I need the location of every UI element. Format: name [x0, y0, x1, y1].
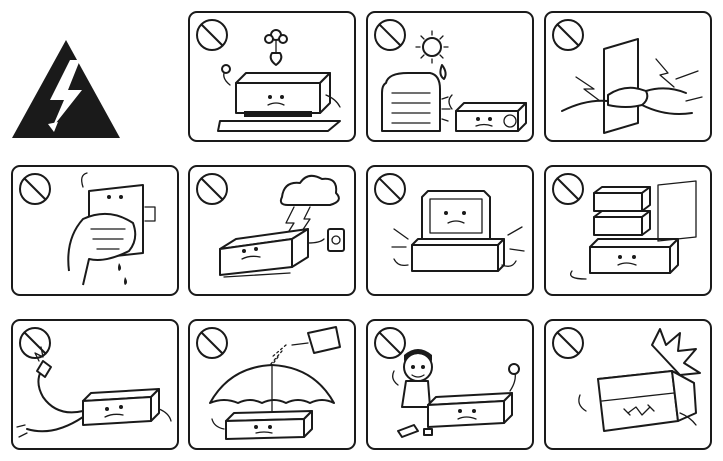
- device-illustration: [448, 94, 527, 132]
- electric-shock-warning-icon: [12, 40, 120, 138]
- prohibited-icon: [374, 19, 406, 51]
- sun-icon: [415, 30, 449, 80]
- wet-hand-on-plug-illustration: [67, 172, 156, 286]
- child-illustration: [392, 349, 433, 408]
- umbrella-icon: [209, 364, 335, 430]
- crushed-device-illustration: [578, 370, 697, 432]
- prohibited-icon: [374, 173, 406, 205]
- panel-damaged-power-cord: [11, 319, 179, 450]
- prohibited-icon: [552, 173, 584, 205]
- monitor-on-device-illustration: [391, 190, 525, 272]
- prohibited-icon: [552, 327, 584, 359]
- overloaded-outlet-illustration: [561, 38, 703, 134]
- panel-rain-and-water: [188, 319, 356, 450]
- panel-wet-hands: [11, 165, 179, 296]
- prohibited-icon: [552, 19, 584, 51]
- device-illustration: [397, 363, 520, 438]
- heater-illustration: [381, 72, 451, 132]
- prohibited-icon: [19, 173, 51, 205]
- panel-small-parts-children: [366, 319, 534, 450]
- panel-lightning-storm: [188, 165, 356, 296]
- panel-damaged-outlet: [544, 11, 712, 142]
- panel-vase-on-device: [188, 11, 356, 142]
- prohibited-icon: [196, 173, 228, 205]
- panel-heavy-objects-on-device: [544, 165, 712, 296]
- prohibited-icon: [196, 19, 228, 51]
- prohibited-icon: [374, 327, 406, 359]
- panel-drop-or-crush: [544, 319, 712, 450]
- panel-monitor-on-device: [366, 165, 534, 296]
- prohibited-icon: [196, 327, 228, 359]
- device-with-broken-cord-illustration: [16, 346, 172, 438]
- stacked-devices-illustration: [569, 180, 697, 280]
- device-with-cord-illustration: [219, 228, 345, 278]
- impact-burst-icon: [651, 328, 701, 376]
- device-under-umbrella-illustration: [211, 410, 313, 440]
- vase-on-device-illustration: [217, 29, 341, 132]
- storm-cloud-icon: [279, 174, 340, 240]
- panel-heater-and-sun: [366, 11, 534, 142]
- watering-can-icon: [265, 326, 341, 374]
